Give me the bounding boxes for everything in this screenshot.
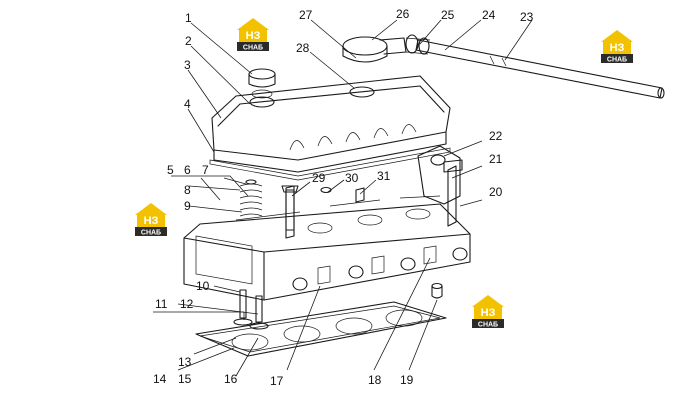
svg-text:СНАБ: СНАБ [478,322,498,329]
breather-tube [415,39,665,99]
callout-6: 6 [184,163,191,177]
brand-logo-top-left: НЗ СНАБ [237,18,269,52]
callout-24: 24 [482,8,496,22]
dowel-pin [431,282,443,299]
callout-28: 28 [296,41,310,55]
callout-20: 20 [489,185,503,199]
lifting-bracket [417,145,463,227]
callout-19: 19 [400,373,414,387]
svg-text:НЗ: НЗ [144,215,159,227]
callout-10: 10 [196,279,210,293]
callout-3: 3 [184,58,191,72]
callout-15: 15 [178,372,192,386]
callout-7: 7 [202,163,209,177]
svg-text:СНАБ: СНАБ [607,57,627,64]
brand-logo-bottom-right: НЗ СНАБ [472,295,504,329]
callout-18: 18 [368,373,382,387]
callout-labels: 1 2 3 4 5 6 7 8 9 10 11 12 13 14 15 16 1… [153,7,534,388]
callout-25: 25 [441,8,455,22]
svg-text:НЗ: НЗ [610,42,625,54]
svg-text:НЗ: НЗ [246,30,261,42]
callout-17: 17 [270,374,284,388]
brand-logo-mid-left: НЗ СНАБ [135,203,167,237]
callout-26: 26 [396,7,410,21]
valve-cover [211,75,451,173]
valve-cover-gasket [209,147,451,181]
callout-14: 14 [153,372,167,386]
leader-lines [153,19,533,377]
svg-text:СНАБ: СНАБ [141,230,161,237]
callout-29: 29 [312,171,326,185]
callout-2: 2 [185,34,192,48]
oil-filler-cap [248,68,276,99]
breather-cap [342,36,407,63]
brand-logo-top-right: НЗ СНАБ [601,30,633,64]
callout-4: 4 [184,97,191,111]
callout-8: 8 [184,183,191,197]
callout-21: 21 [489,152,503,166]
hose-clamp [405,34,431,55]
callout-9: 9 [184,199,191,213]
callout-13: 13 [178,355,192,369]
svg-text:СНАБ: СНАБ [243,45,263,52]
callout-30: 30 [345,171,359,185]
callout-31: 31 [377,169,391,183]
callout-23: 23 [520,10,534,24]
svg-text:НЗ: НЗ [481,307,496,319]
callout-16: 16 [224,372,238,386]
callout-1: 1 [185,11,192,25]
callout-22: 22 [489,129,503,143]
callout-27: 27 [299,8,313,22]
callout-5: 5 [167,163,174,177]
cylinder-head [183,195,471,301]
callout-11: 11 [155,297,168,311]
valve-stems [233,289,269,330]
callout-12: 12 [180,297,194,311]
